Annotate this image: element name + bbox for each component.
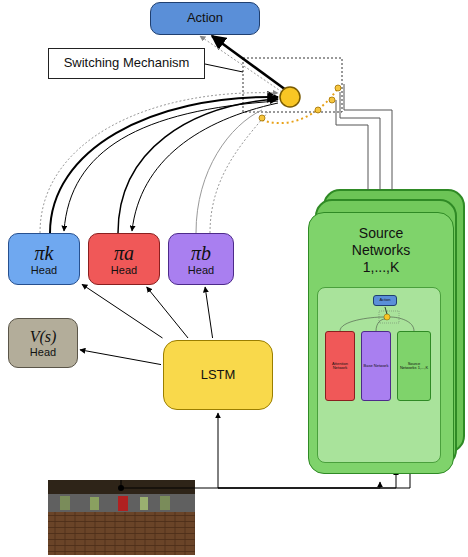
node-title: Switching Mechanism: [64, 56, 190, 70]
head-line: [40, 93, 278, 233]
node-subtitle: Head: [188, 264, 214, 276]
node-title: πa: [114, 242, 134, 264]
source-line: [336, 100, 368, 190]
switch-circle: [280, 87, 300, 107]
switch-arc: [262, 88, 338, 123]
node-title: Base Network: [364, 364, 389, 368]
head-line: [210, 112, 268, 233]
connector: [80, 350, 161, 365]
node-title: Source Networks 1,...,K: [399, 362, 429, 371]
action-box: Action: [150, 2, 260, 35]
head-line: [132, 103, 278, 231]
input-image: [48, 480, 195, 555]
node-title: V(s): [30, 328, 57, 346]
mini-attention-box: Attention Network: [325, 331, 355, 401]
node-title: Attention Network: [327, 362, 353, 371]
switch-port: [335, 85, 341, 91]
label-box: Switching Mechanism: [48, 48, 205, 79]
switch-port: [315, 107, 321, 113]
policy-head: πkHead: [8, 233, 80, 285]
connector: [147, 287, 188, 338]
switch-port: [259, 115, 265, 121]
lstm-box: LSTM: [163, 340, 273, 410]
head-line: [50, 97, 278, 233]
mini-base-box: Base Network: [361, 331, 391, 401]
leader-line: [205, 64, 243, 72]
switch-box: [243, 58, 342, 112]
wire: [121, 413, 218, 488]
value-head: V(s)Head: [8, 318, 78, 368]
node-title: Source Networks 1,...,K: [341, 225, 421, 275]
policy-head: πaHead: [88, 233, 160, 285]
switch-port: [329, 97, 335, 103]
node-subtitle: Head: [111, 264, 137, 276]
source-line: [340, 92, 380, 190]
node-subtitle: Head: [30, 346, 56, 358]
mini-source-box: Source Networks 1,...,K: [397, 331, 431, 401]
action-arrow-dotted: [200, 36, 282, 92]
node-title: Action: [379, 298, 390, 302]
node-title: πk: [35, 242, 54, 264]
head-line: [64, 101, 278, 231]
source-network-stack: Source Networks 1,...,K ActionAttention N…: [308, 212, 454, 474]
node-subtitle: Head: [31, 264, 57, 276]
source-line: [344, 84, 392, 190]
node-title: LSTM: [201, 368, 236, 382]
node-title: πb: [191, 242, 211, 264]
wire: [218, 482, 380, 488]
node-title: Action: [187, 11, 223, 25]
connector: [205, 287, 212, 338]
action-arrow: [212, 36, 286, 90]
policy-head: πbHead: [168, 233, 234, 285]
head-line: [196, 110, 262, 233]
mini-action-box: Action: [373, 295, 397, 306]
head-line: [118, 99, 278, 233]
